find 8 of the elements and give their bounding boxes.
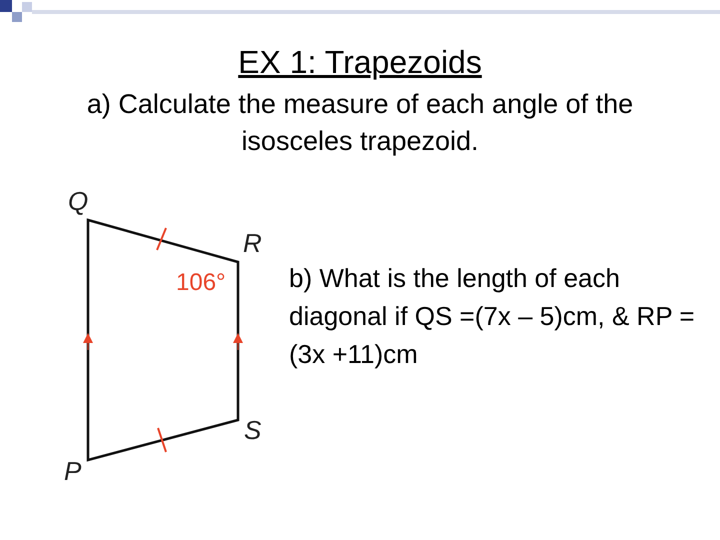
vertex-label: P [64,456,82,487]
slide-title: EX 1: Trapezoids [238,44,482,81]
vertex-label: S [244,415,262,446]
vertex-label: R [243,228,262,259]
question-text: a) Calculate the measure of each angle of the isosceles trapezoid. [86,88,634,158]
angle-label: 106° [176,269,226,297]
question-text: b) What is the length of each diagonal if QS =(7x – 5)cm, & RP =(3x +11)cm [289,262,696,371]
vertex-label: Q [68,186,88,217]
